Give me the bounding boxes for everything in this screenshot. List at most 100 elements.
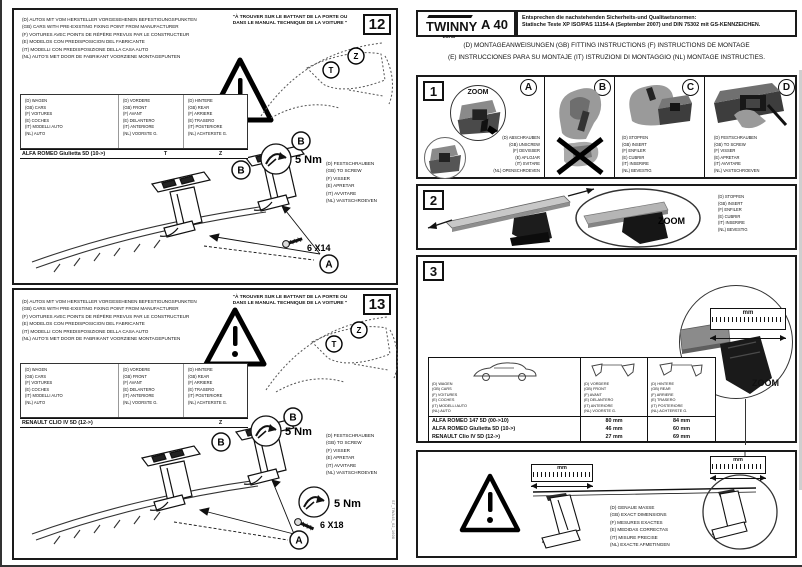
lang-label: (GB) REAR	[188, 104, 210, 110]
mm-ruler-left: mm	[531, 464, 593, 482]
lang-label: (GB) CARS WITH PRE-EXISTING FIXING POINT…	[22, 24, 179, 30]
lang-label: (D) WAGEN	[25, 367, 48, 372]
step-2-artwork: ZOOM	[427, 188, 701, 248]
step1-detail-circle	[424, 137, 466, 179]
lang-label: (F) VOITURES	[432, 392, 458, 397]
insert-labels-step2: (D) STOPFEN(GB) INSERT(F) ENFILER(E) CUB…	[718, 194, 748, 234]
svg-text:A: A	[295, 536, 302, 547]
lang-label: (NL) ACHTERSTE G.	[188, 130, 228, 136]
panel-number-13: 13	[363, 294, 391, 315]
brand-sub: LOAD	[442, 34, 456, 39]
fixing-intro-12: (D) AUTOS MIT VOM HERSTELLER VORGESEHENE…	[22, 16, 197, 60]
callout-C: C	[682, 79, 699, 96]
screw-size-12: 6 X14	[307, 243, 331, 253]
lang-label: (GB) INSERT	[718, 200, 743, 206]
rear-col-step3: (D) HINTERE(GB) REAR(F) ARRIERE(E) TRASE…	[651, 382, 712, 414]
lang-label: (D) WAGEN	[432, 382, 453, 386]
mm-ruler-right: mm	[710, 456, 766, 474]
door-note-line1: "À TROUVER SUR LE BATTANT DE LA PORTE OU	[232, 295, 348, 300]
lang-label: (E) DELANTERO	[123, 386, 155, 392]
callout-letters: B B A	[231, 131, 339, 274]
lang-label: (D) AUTOS MIT VOM HERSTELLER VORGESEHENE…	[22, 299, 197, 304]
door-note-12: "À TROUVER SUR LE BATTANT DE LA PORTE OU…	[226, 15, 354, 27]
door-note-line2: DANS LE MANUAL TECHNIQUE DE LA VOITURE "	[232, 21, 348, 26]
callout-letters: B B A	[211, 407, 309, 550]
ruler-ticks	[533, 472, 591, 477]
lang-label: (E) APRETAR	[714, 154, 740, 160]
svg-text:Z: Z	[354, 52, 359, 61]
car-side-icon	[472, 362, 537, 381]
lang-label: (F) ARRIERE	[188, 380, 213, 386]
lang-label: (F) DEVISSER	[512, 148, 540, 154]
row-car: ALFA ROMEO 147 5D (00->10)	[429, 417, 581, 426]
lang-label: (IT) MODELLI AUTO	[432, 403, 467, 408]
lang-label: (D) FESTSCHRAUBEN	[714, 135, 757, 140]
exact-dimension-labels: (D) GENAUE MASSE(GB) EXACT DIMENSIONS(F)…	[610, 504, 670, 548]
door-note-13: "À TROUVER SUR LE BATTANT DE LA PORTE OU…	[226, 295, 354, 307]
lang-label: (NL) BEVESTIG	[622, 167, 652, 173]
model-name-13: RENAULT CLIO IV 5D (12->)	[22, 420, 93, 426]
rear-feet-icon	[658, 362, 703, 377]
sheet-code: ST_TWA48_02_1608	[391, 500, 395, 540]
lang-label: (NL) VOORSTE G.	[123, 399, 158, 405]
lang-label: (D) VORDERE	[123, 367, 151, 372]
lang-label: (F) ENFILER	[622, 148, 646, 154]
clamp-photo-2	[429, 145, 461, 174]
lang-label: (IT) MISURE PRECISE	[610, 534, 658, 540]
cars-col-12: (D) WAGEN(GB) CARS(F) VOITURES(E) COCHES…	[21, 95, 119, 148]
lang-label: (E) TRASERO	[651, 398, 676, 403]
lang-label: (IT) INSERIRE	[622, 161, 649, 167]
insert-labels-step1: (D) STOPFEN(GB) INSERT(F) ENFILER(E) CUB…	[622, 135, 652, 175]
model-row-13: RENAULT CLIO IV 5D (12->) Z	[20, 418, 248, 428]
fixing-intro-13: (D) AUTOS MIT VOM HERSTELLER VORGESEHENE…	[22, 298, 197, 342]
step3-zoom-circle: mm ZOOM	[679, 285, 793, 399]
lang-label: (E) COCHES	[432, 398, 455, 403]
header-front: (D) VORDERE(GB) FRONT(F) AVANT(E) DELANT…	[581, 358, 648, 417]
screw-labels-13: (D) FESTSCHRAUBEN(GB) TO SCREW(F) VISSER…	[326, 432, 377, 476]
callout-B: B	[594, 79, 611, 96]
ruler-ticks	[712, 464, 764, 469]
lang-label: (F) ENFILER	[718, 207, 742, 213]
mm-label: mm	[742, 310, 754, 316]
leader-lines	[203, 205, 321, 261]
dimension-arrow-right	[710, 475, 766, 482]
panel-number-12: 12	[363, 14, 391, 35]
lang-label: (D) HINTERE	[651, 382, 674, 386]
right-foot-drawing	[711, 490, 748, 540]
zoom-label: ZOOM	[467, 89, 489, 96]
car-rear-sketch	[260, 42, 393, 119]
lang-label: (IT) MODELLI CON PREDISPOSIZIONE DELLA C…	[22, 328, 149, 334]
divider	[614, 77, 615, 177]
svg-text:B: B	[289, 413, 296, 424]
lang-label: (F) AVANT	[584, 392, 602, 397]
lang-label: (F) AVANT	[123, 111, 143, 117]
callout-D: D	[778, 79, 795, 96]
lang-label: (F) VOITURES AVEC POINTS DE RÉPÈRE PREVU…	[22, 31, 190, 37]
lang-table-13: (D) WAGEN(GB) CARS(F) VOITURES(E) COCHES…	[20, 363, 248, 418]
mm-ruler-zoom: mm	[710, 308, 786, 330]
step-1-box: 1 A B C D ZOOM (D) ABSCHRAUBEN(GB) UNSCR…	[416, 75, 797, 179]
row-front-mm: 80 mm	[581, 417, 648, 426]
lang-label: (GB) REAR	[188, 373, 210, 379]
lang-label: (NL) VASTSCHROEVEN	[326, 470, 377, 476]
header-cars: (D) WAGEN(GB) CARS(F) VOITURES(E) COCHES…	[429, 358, 581, 417]
page-edge-shade	[799, 70, 802, 490]
zoom-label-step2: ZOOM	[658, 216, 685, 226]
lang-label: (F) VISSER	[714, 148, 736, 154]
insert-photo	[629, 85, 692, 126]
roof-edge-lines	[31, 479, 259, 545]
standards-line2: Statische Teste XP ISO/PAS 11154-A (Sept…	[522, 22, 761, 28]
lang-label: (IT) ANTERIORE	[123, 124, 155, 130]
lang-label: (F) ARRIERE	[188, 111, 213, 117]
step-3-number: 3	[423, 261, 444, 281]
row-rear-mm: 60 mm	[672, 426, 691, 433]
lang-label: (NL) AUTO	[25, 130, 46, 136]
zoom-leader-line	[745, 399, 746, 445]
lang-label: (F) VOITURES AVEC POINTS DE RÉPÈRE PREVU…	[22, 313, 190, 319]
svg-text:T: T	[329, 66, 334, 75]
panel-13: (D) AUTOS MIT VOM HERSTELLER VORGESEHENE…	[12, 288, 398, 560]
warning-triangle-icon	[459, 473, 521, 533]
screw-labels-step1: (D) FESTSCHRAUBEN(GB) TO SCREW(F) VISSER…	[714, 135, 759, 175]
front-foot-drawing	[150, 171, 212, 238]
